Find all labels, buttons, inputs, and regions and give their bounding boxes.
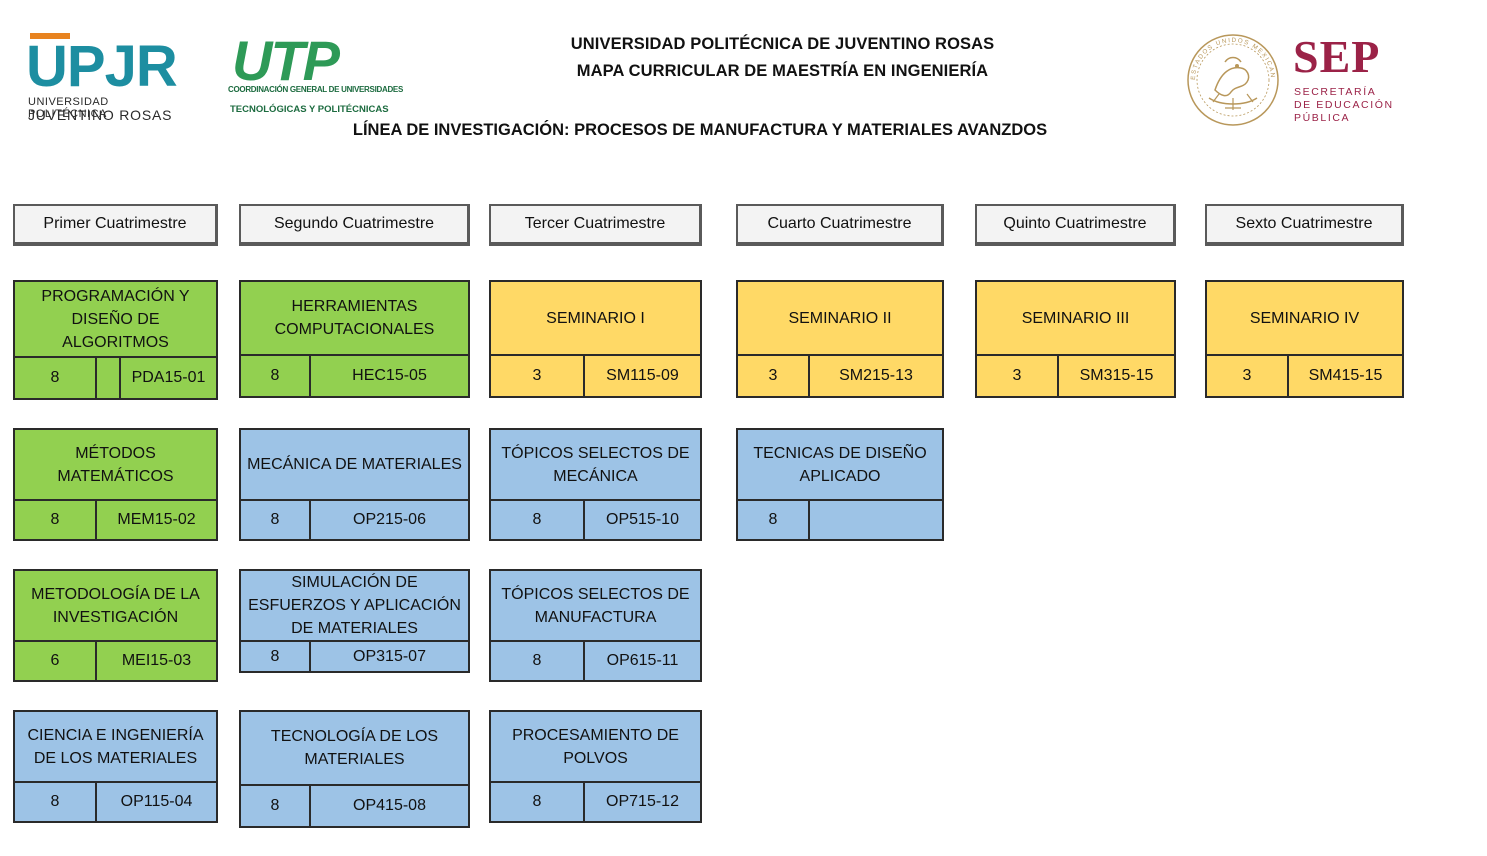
course-name: MÉTODOS MATEMÁTICOS	[15, 430, 216, 501]
course-card: METODOLOGÍA DE LA INVESTIGACIÓN 6 MEI15-…	[13, 569, 218, 682]
mexico-seal-icon: ESTADOS UNIDOS MEXICANOS	[1185, 32, 1279, 126]
semester-header-3: Tercer Cuatrimestre	[489, 204, 702, 246]
course-code: SM315-15	[1079, 367, 1154, 384]
research-line-title: LÍNEA DE INVESTIGACIÓN: PROCESOS DE MANU…	[352, 121, 1048, 139]
sep-logo-mark: SEP	[1293, 31, 1381, 82]
course-code: MEI15-03	[121, 652, 192, 669]
course-credits: 8	[15, 783, 97, 821]
course-card: SEMINARIO II 3 SM215-13	[736, 280, 944, 398]
course-name: TECNOLOGÍA DE LOS MATERIALES	[241, 712, 468, 786]
course-card: SEMINARIO III 3 SM315-15	[975, 280, 1176, 398]
course-name: CIENCIA E INGENIERÍA DE LOS MATERIALES	[15, 712, 216, 783]
course-card: TÓPICOS SELECTOS DE MANUFACTURA 8 OP615-…	[489, 569, 702, 682]
program-title: MAPA CURRICULAR DE MAESTRÍA EN INGENIERÍ…	[576, 62, 989, 80]
mexico-seal-text: ESTADOS UNIDOS MEXICANOS	[1185, 32, 1275, 80]
course-card: TÓPICOS SELECTOS DE MECÁNICA 8 OP515-10	[489, 428, 702, 541]
semester-header-4: Cuarto Cuatrimestre	[736, 204, 944, 246]
course-code: OP615-11	[606, 652, 679, 669]
course-credits: 8	[241, 356, 311, 396]
course-code: OP515-10	[606, 511, 679, 528]
course-card: HERRAMIENTAS COMPUTACIONALES 8 HEC15-05	[239, 280, 470, 398]
course-name: SEMINARIO III	[977, 282, 1174, 356]
sep-logo: ESTADOS UNIDOS MEXICANOS SEP SECRETARÍA …	[1185, 30, 1405, 130]
utp-logo: UTP COORDINACIÓN GENERAL DE UNIVERSIDADE…	[226, 29, 403, 124]
course-code: SM215-13	[839, 367, 913, 384]
course-credits: 8	[491, 783, 585, 821]
course-code	[810, 501, 942, 539]
course-credits: 3	[977, 356, 1059, 396]
course-card: SIMULACIÓN DE ESFUERZOS Y APLICACIÓN DE …	[239, 569, 470, 673]
course-credits: 3	[1207, 356, 1289, 396]
course-card: SEMINARIO I 3 SM115-09	[489, 280, 702, 398]
sep-logo-subtitle: SECRETARÍA	[1294, 86, 1377, 98]
course-code: HEC15-05	[352, 367, 427, 384]
course-card: PROGRAMACIÓN Y DISEÑO DE ALGORITMOS 8 PD…	[13, 280, 218, 400]
utp-logo-subtitle-2: TECNOLÓGICAS Y POLITÉCNICAS	[230, 104, 389, 115]
course-credits: 8	[15, 358, 97, 398]
course-credits: 8	[491, 501, 585, 539]
course-code: SM115-09	[606, 367, 679, 384]
course-code: OP215-06	[353, 511, 426, 528]
utp-logo-mark: UTP	[232, 29, 343, 92]
course-name: PROCESAMIENTO DE POLVOS	[491, 712, 700, 783]
course-card: TECNICAS DE DISEÑO APLICADO 8	[736, 428, 944, 541]
sep-logo-subtitle-2: DE EDUCACIÓN	[1294, 99, 1394, 111]
upjr-logo: UPJR UNIVERSIDAD POLITÉCNICA JUVENTINO R…	[26, 32, 191, 127]
course-name: TECNICAS DE DISEÑO APLICADO	[738, 430, 942, 501]
course-credits: 8	[241, 501, 311, 539]
sep-logo-subtitle-3: PÚBLICA	[1294, 112, 1351, 124]
upjr-logo-accent	[30, 33, 70, 39]
semester-header-1: Primer Cuatrimestre	[13, 204, 218, 246]
course-name: HERRAMIENTAS COMPUTACIONALES	[241, 282, 468, 356]
semester-header-5: Quinto Cuatrimestre	[975, 204, 1176, 246]
course-card: TECNOLOGÍA DE LOS MATERIALES 8 OP415-08	[239, 710, 470, 828]
course-credits: 8	[491, 642, 585, 680]
course-card: CIENCIA E INGENIERÍA DE LOS MATERIALES 8…	[13, 710, 218, 823]
course-name: SIMULACIÓN DE ESFUERZOS Y APLICACIÓN DE …	[241, 571, 468, 642]
course-code: OP315-07	[353, 647, 426, 665]
utp-logo-letters: UTP	[232, 34, 341, 86]
course-name: TÓPICOS SELECTOS DE MANUFACTURA	[491, 571, 700, 642]
course-name: PROGRAMACIÓN Y DISEÑO DE ALGORITMOS	[15, 282, 216, 358]
course-name: MECÁNICA DE MATERIALES	[241, 430, 468, 501]
course-card: MECÁNICA DE MATERIALES 8 OP215-06	[239, 428, 470, 541]
upjr-logo-subtitle-2: JUVENTINO ROSAS	[28, 107, 173, 123]
course-code: OP715-12	[606, 793, 679, 810]
course-credits: 8	[15, 501, 97, 539]
course-name: SEMINARIO I	[491, 282, 700, 356]
course-name: SEMINARIO II	[738, 282, 942, 356]
course-credits: 8	[738, 501, 810, 539]
upjr-logo-subtitle: UNIVERSIDAD POLITÉCNICA	[28, 96, 109, 120]
course-code: SM415-15	[1308, 367, 1383, 384]
course-credits: 6	[15, 642, 97, 680]
course-code: OP115-04	[120, 793, 193, 810]
upjr-logo-mark: UPJR	[26, 34, 178, 99]
course-card: SEMINARIO IV 3 SM415-15	[1205, 280, 1404, 398]
course-credits: 3	[491, 356, 585, 396]
utp-logo-subtitle: COORDINACIÓN GENERAL DE UNIVERSIDADES	[228, 85, 403, 94]
course-empty-cell	[97, 358, 121, 398]
semester-header-6: Sexto Cuatrimestre	[1205, 204, 1404, 246]
semester-header-2: Segundo Cuatrimestre	[239, 204, 470, 246]
course-card: MÉTODOS MATEMÁTICOS 8 MEM15-02	[13, 428, 218, 541]
course-code: PDA15-01	[131, 369, 206, 386]
course-name: TÓPICOS SELECTOS DE MECÁNICA	[491, 430, 700, 501]
course-credits: 8	[241, 786, 311, 826]
course-card: PROCESAMIENTO DE POLVOS 8 OP715-12	[489, 710, 702, 823]
course-name: METODOLOGÍA DE LA INVESTIGACIÓN	[15, 571, 216, 642]
svg-text:ESTADOS UNIDOS MEXICANOS: ESTADOS UNIDOS MEXICANOS	[1185, 32, 1276, 80]
university-title: UNIVERSIDAD POLITÉCNICA DE JUVENTINO ROS…	[570, 35, 995, 53]
course-code: MEM15-02	[117, 511, 196, 528]
course-name: SEMINARIO IV	[1207, 282, 1402, 356]
course-credits: 3	[738, 356, 810, 396]
course-credits: 8	[241, 642, 311, 671]
course-code: OP415-08	[353, 797, 426, 814]
